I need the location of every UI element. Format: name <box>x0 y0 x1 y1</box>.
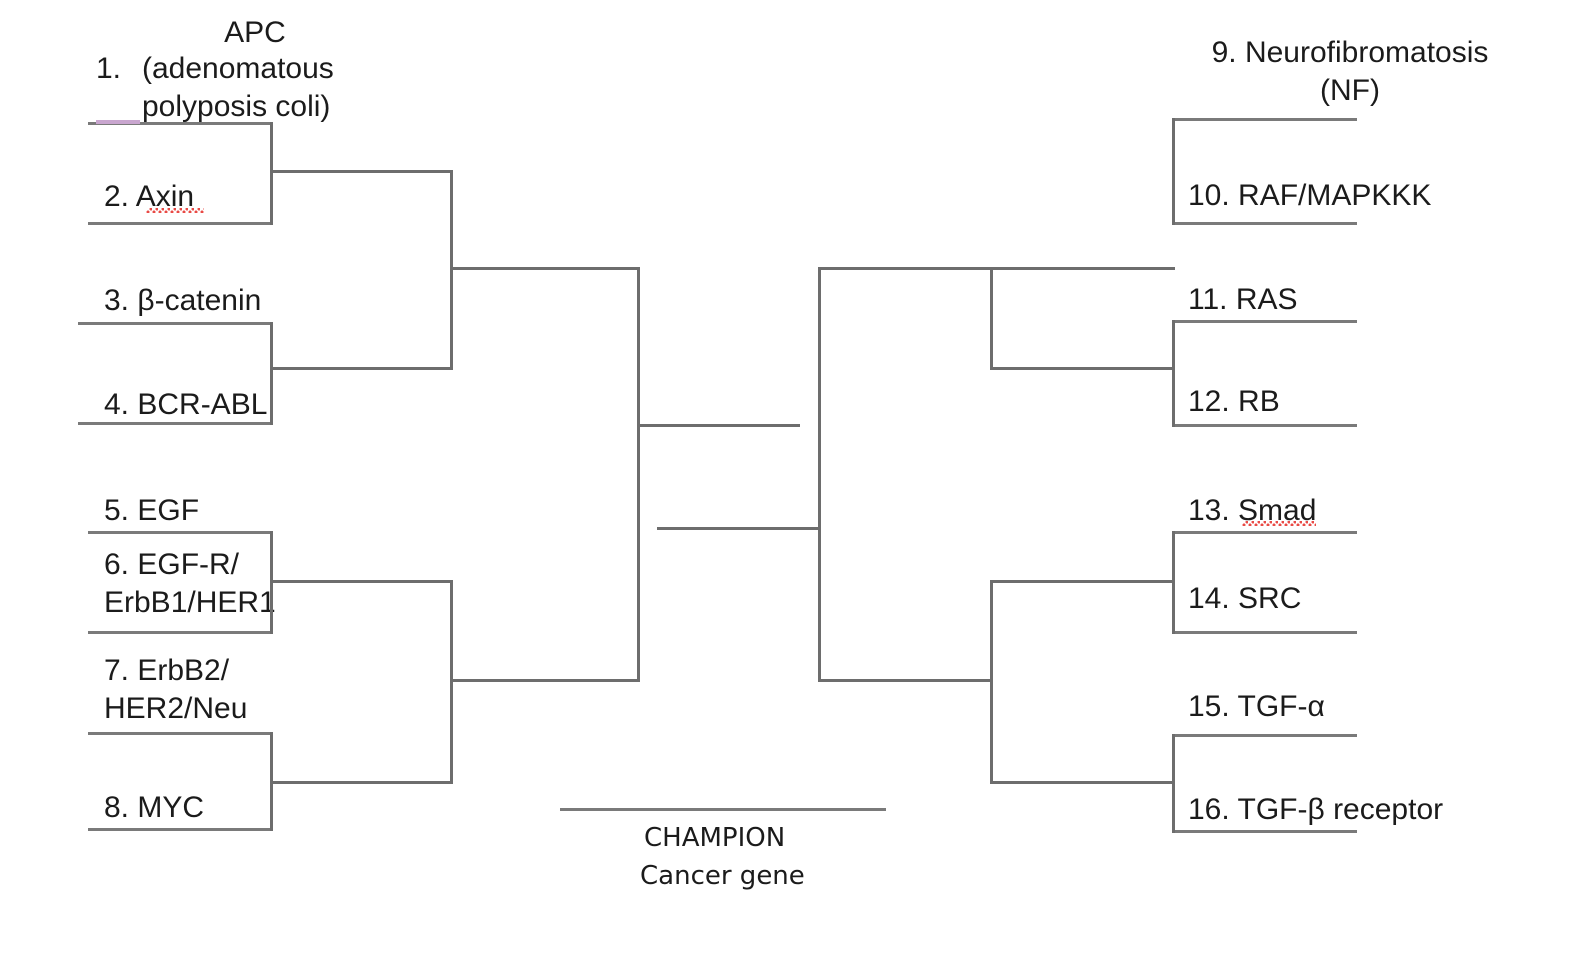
champion-title: CHAMPION <box>644 823 786 853</box>
slot-12-line <box>1172 424 1357 427</box>
right-r2-line-2 <box>990 367 1175 370</box>
right-semifinal-line-bottom <box>818 679 993 682</box>
slot-16-label: 16. TGF-β receptor <box>1188 793 1444 826</box>
slot-14-line <box>1172 631 1357 634</box>
right-r2-line-4 <box>990 781 1175 784</box>
spellcheck-underline-axin <box>146 208 204 213</box>
slot-6-label: 6. EGF-R/ ErbB1/HER1 <box>104 548 276 619</box>
left-final-stub <box>637 424 800 427</box>
champion-subtitle: Cancer gene <box>640 861 805 891</box>
slot-7-label: 7. ErbB2/ HER2/Neu <box>104 654 248 725</box>
right-final-connector <box>818 267 821 682</box>
left-final-connector <box>637 267 640 682</box>
slot-2-label: 2. Axin <box>104 180 195 213</box>
champion-line <box>560 808 886 811</box>
left-semifinal-line-top <box>450 267 640 270</box>
spellcheck-underline-smad <box>1242 521 1316 526</box>
slot-1-highlight <box>96 120 140 124</box>
left-semifinal-line-bottom <box>450 679 640 682</box>
right-r2-connector-top <box>990 267 993 370</box>
right-semifinal-line-top <box>818 267 993 270</box>
slot-11-label: 11. RAS <box>1188 283 1298 316</box>
slot-3-label: 3. β-catenin <box>104 284 262 317</box>
left-r2-line-2 <box>270 367 452 370</box>
slot-1-label: (adenomatous polyposis coli) <box>142 52 334 123</box>
slot-11-line <box>1172 320 1357 323</box>
left-r2-line-3 <box>270 580 452 583</box>
slot-16-line <box>1172 830 1357 833</box>
slot-9-line <box>1172 118 1357 121</box>
slot-5-label: 5. EGF <box>104 494 200 527</box>
right-final-stub <box>657 527 821 530</box>
slot-3-line <box>78 322 272 325</box>
right-r2-connector-bottom <box>990 580 993 784</box>
slot-1-line <box>88 122 272 125</box>
slot-2-line <box>88 222 272 225</box>
slot-7-line <box>88 732 272 735</box>
right-r1-connector-2 <box>1172 320 1175 427</box>
left-r1-connector-1 <box>270 122 273 225</box>
slot-13-line <box>1172 531 1357 534</box>
slot-1-number: 1. <box>96 52 122 85</box>
left-r2-line-4 <box>270 781 452 784</box>
slot-8-line <box>88 828 272 831</box>
slot-9-label: 9. Neurofibromatosis (NF) <box>1211 36 1489 107</box>
slot-15-label: 15. TGF-α <box>1188 690 1325 723</box>
slot-8-label: 8. MYC <box>104 791 205 824</box>
slot-4-line <box>78 422 272 425</box>
slot-5-line <box>88 531 272 534</box>
slot-1-title: APC <box>224 16 286 49</box>
slot-15-line <box>1172 734 1357 737</box>
left-r1-connector-2 <box>270 322 273 425</box>
slot-4-label: 4. BCR-ABL <box>104 388 268 421</box>
slot-10-line <box>1172 222 1357 225</box>
slot-6-line <box>88 631 272 634</box>
right-r1-connector-1 <box>1172 118 1175 225</box>
right-r2-line-1 <box>990 267 1175 270</box>
slot-14-label: 14. SRC <box>1188 582 1302 615</box>
slot-10-label: 10. RAF/MAPKKK <box>1188 179 1432 212</box>
left-r2-connector-top <box>450 170 453 370</box>
left-r2-connector-bottom <box>450 580 453 784</box>
slot-12-label: 12. RB <box>1188 385 1280 418</box>
right-r2-line-3 <box>990 580 1175 583</box>
left-r2-line-1 <box>270 170 452 173</box>
